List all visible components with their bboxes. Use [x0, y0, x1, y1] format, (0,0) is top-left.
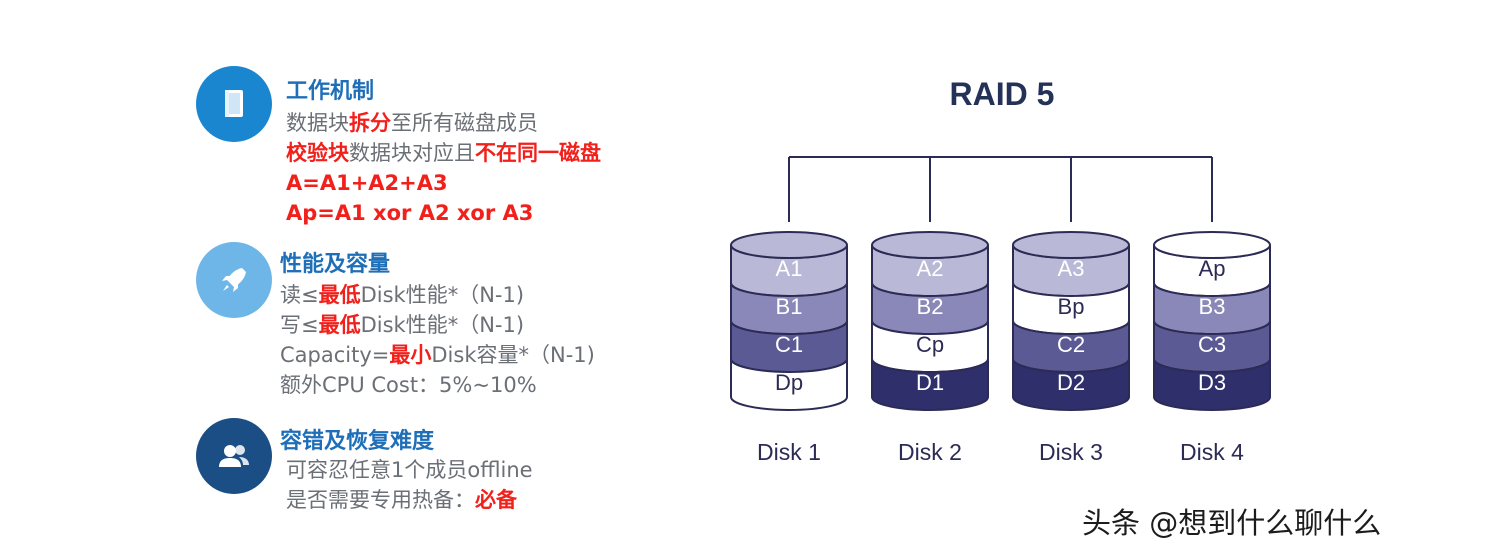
section-line: 额外CPU Cost：5%~10% — [280, 370, 595, 400]
block-label: A1 — [776, 256, 803, 281]
block-label: B2 — [917, 294, 944, 319]
body-text: Disk容量*（N-1) — [431, 343, 595, 367]
block-label: Dp — [775, 370, 803, 395]
diagram-title: RAID 5 — [949, 76, 1055, 112]
body-text: 写≤ — [280, 313, 319, 337]
disk-block — [871, 358, 989, 411]
mechanism-icon-circle — [196, 66, 272, 142]
block-label: B3 — [1199, 294, 1226, 319]
block-label: B1 — [776, 294, 803, 319]
body-text: 可容忍任意1个成员offline — [286, 458, 533, 482]
highlight-text: 拆分 — [349, 111, 391, 135]
rocket-icon — [222, 268, 246, 292]
section-line: 可容忍任意1个成员offline — [286, 455, 533, 485]
section-lines: 读≤最低Disk性能*（N-1)写≤最低Disk性能*（N-1)Capacity… — [280, 280, 595, 400]
highlight-text: 不在同一磁盘 — [475, 141, 601, 165]
fault-icon-circle — [196, 418, 272, 494]
body-text: Disk性能*（N-1) — [360, 313, 525, 337]
section-line: 读≤最低Disk性能*（N-1) — [280, 280, 595, 310]
highlight-text: 校验块 — [286, 141, 349, 165]
disk-label: Disk 1 — [757, 439, 821, 465]
highlight-text: Ap=A1 xor A2 xor A3 — [286, 201, 534, 225]
block-label: D1 — [916, 370, 944, 395]
block-label: A2 — [917, 256, 944, 281]
body-text: 至所有磁盘成员 — [391, 111, 538, 135]
book-icon — [225, 90, 243, 117]
section-line: A=A1+A2+A3 — [286, 168, 601, 198]
section-title: 容错及恢复难度 — [280, 429, 435, 454]
users-icon — [219, 445, 249, 467]
highlight-text: 最低 — [318, 313, 361, 337]
block-label: Ap — [1199, 256, 1226, 281]
block-label: A3 — [1058, 256, 1085, 281]
block-label: Bp — [1058, 294, 1085, 319]
body-text: Disk性能*（N-1) — [360, 283, 525, 307]
disk-top — [730, 231, 848, 259]
section-lines: 可容忍任意1个成员offline 是否需要专用热备：必备 — [286, 455, 533, 515]
highlight-text: 必备 — [475, 488, 517, 512]
disk-label: Disk 4 — [1180, 439, 1244, 465]
block-label: Cp — [916, 332, 944, 357]
highlight-text: A=A1+A2+A3 — [286, 171, 448, 195]
block-label: D2 — [1057, 370, 1085, 395]
disk-top — [1012, 231, 1130, 259]
block-label: C1 — [775, 332, 803, 357]
section-title: 性能及容量 — [280, 252, 391, 277]
performance-icon-circle — [196, 242, 272, 318]
section-line: 数据块拆分至所有磁盘成员 — [286, 108, 601, 138]
body-text: 数据块 — [286, 111, 349, 135]
block-label: C3 — [1198, 332, 1226, 357]
highlight-text: 最低 — [318, 283, 361, 307]
block-label: C2 — [1057, 332, 1085, 357]
block-label: D3 — [1198, 370, 1226, 395]
disk-top — [871, 231, 989, 259]
disk-label: Disk 2 — [898, 439, 962, 465]
body-text: 数据块对应且 — [349, 141, 475, 165]
body-text: 读≤ — [280, 283, 319, 307]
section-line: Capacity=最小Disk容量*（N-1) — [280, 340, 595, 370]
section-line: 校验块数据块对应且不在同一磁盘 — [286, 138, 601, 168]
highlight-text: 最小 — [389, 343, 432, 367]
section-line: Ap=A1 xor A2 xor A3 — [286, 198, 601, 228]
watermark: 头条 @想到什么聊什么 — [1082, 506, 1382, 540]
body-text: 是否需要专用热备： — [286, 488, 475, 512]
section-title: 工作机制 — [286, 79, 375, 104]
disk-top — [1153, 231, 1271, 259]
disk-block — [1153, 358, 1271, 411]
disk-block — [1012, 358, 1130, 411]
body-text: 额外CPU Cost：5%~10% — [280, 373, 537, 397]
section-line: 写≤最低Disk性能*（N-1) — [280, 310, 595, 340]
disk-label: Disk 3 — [1039, 439, 1103, 465]
section-line: 是否需要专用热备：必备 — [286, 485, 533, 515]
body-text: Capacity= — [280, 343, 390, 367]
disk-block — [730, 358, 848, 411]
